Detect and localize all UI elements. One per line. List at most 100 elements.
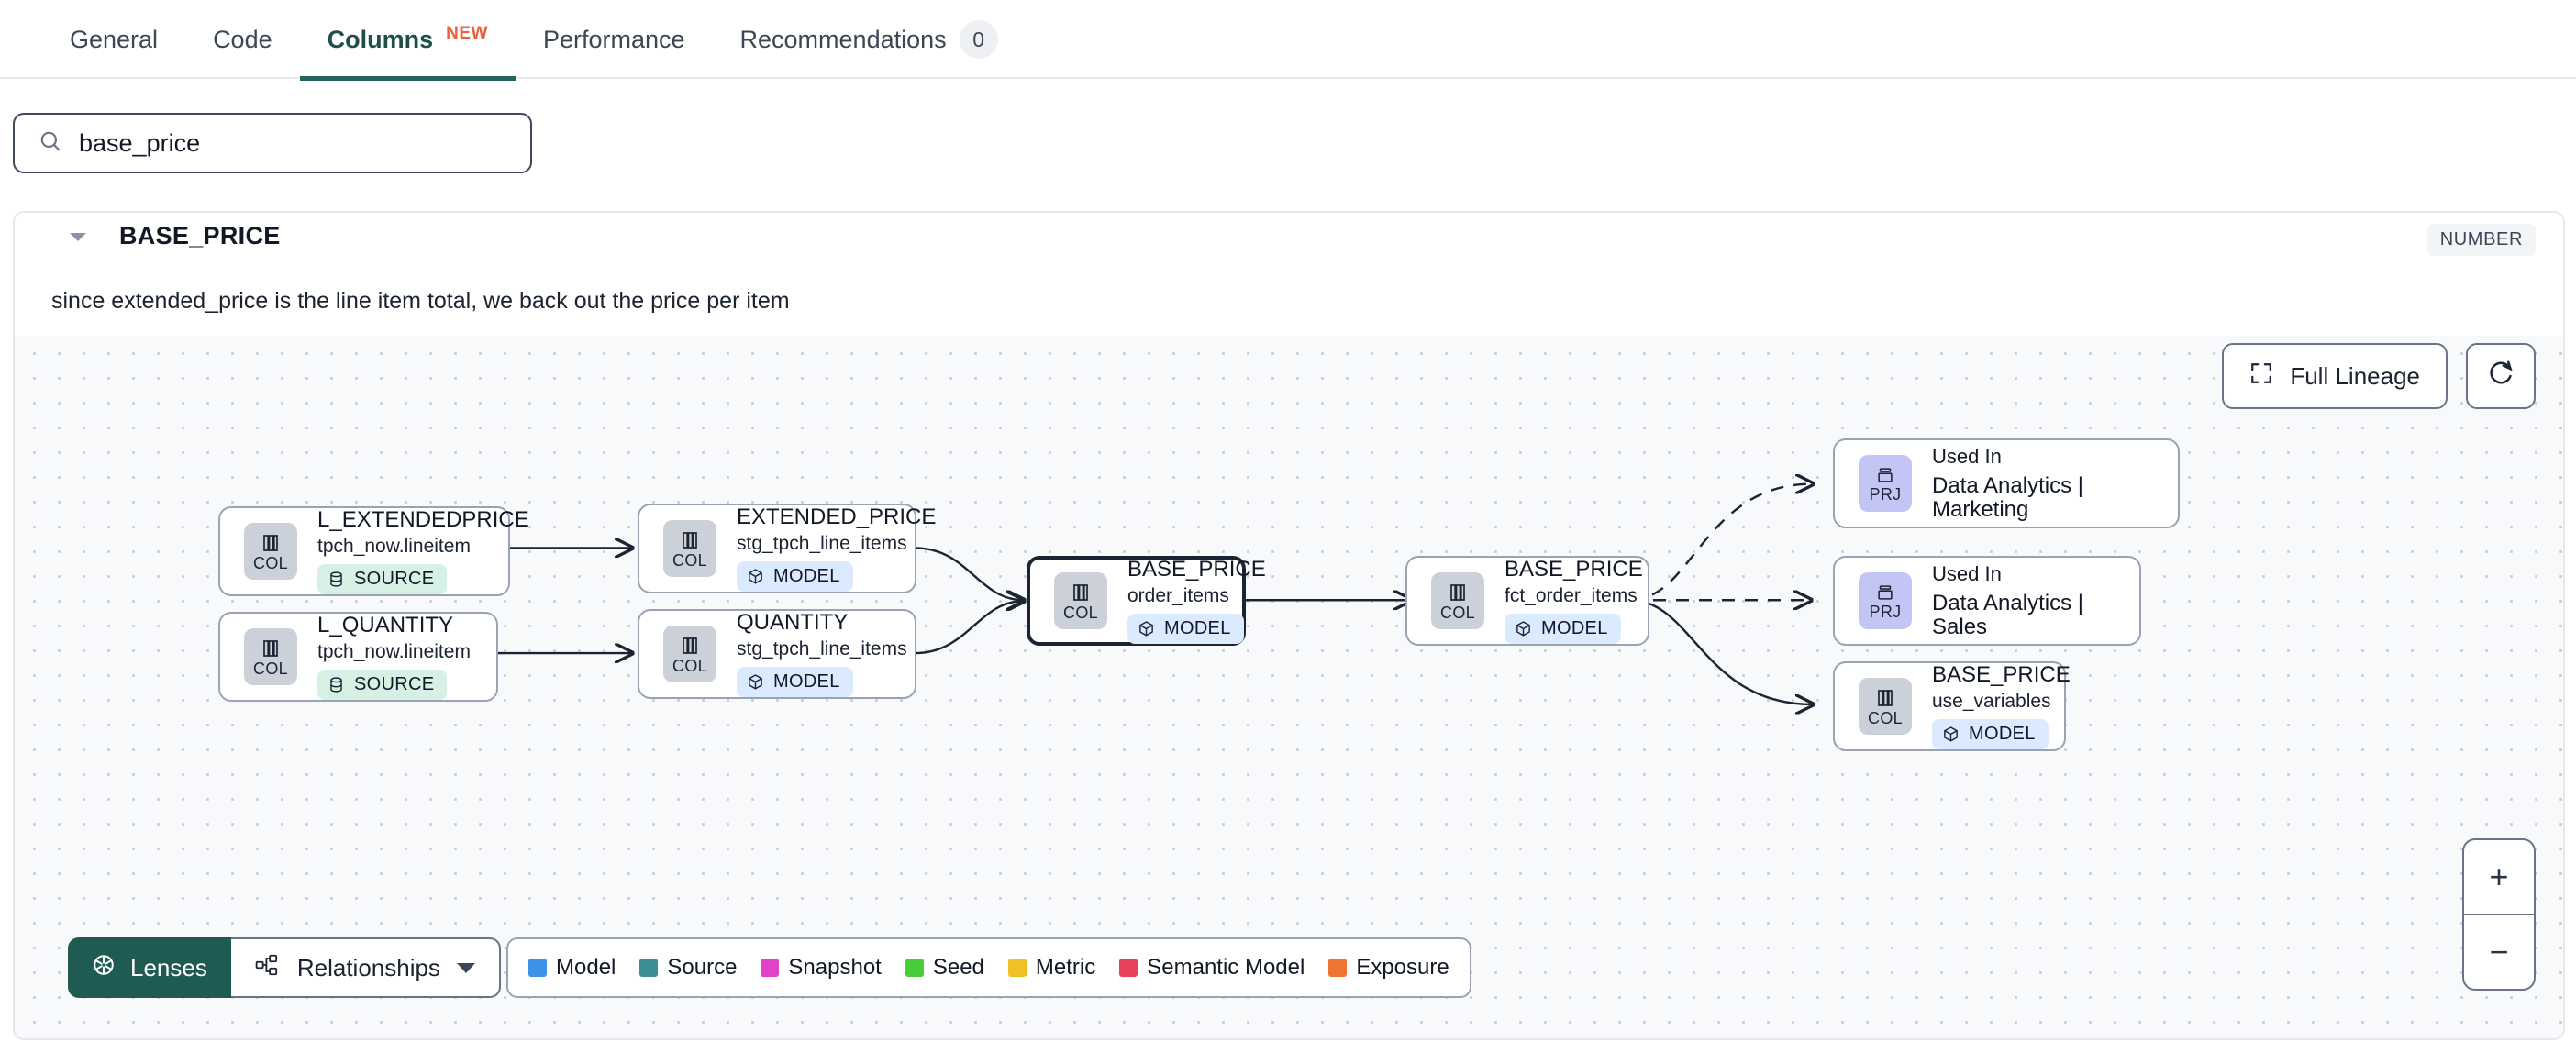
node-type-badge: MODEL	[1932, 719, 2049, 750]
zoom-out-button[interactable]: −	[2464, 914, 2534, 989]
column-icon: COL	[1859, 678, 1912, 735]
node-type-badge: SOURCE	[317, 670, 448, 701]
node-kind: Used In	[1932, 562, 2002, 586]
node-title: Data Analytics | Marketing	[1932, 473, 2083, 522]
node-title: EXTENDED_PRICE	[737, 504, 937, 529]
cube-icon	[1139, 621, 1153, 637]
tab-recommendations[interactable]: Recommendations 0	[713, 0, 1026, 79]
page-title: BASE_PRICE	[119, 222, 281, 249]
node-subtitle: tpch_now.lineitem	[317, 536, 471, 558]
refresh-button[interactable]	[2466, 343, 2536, 409]
tab-performance[interactable]: Performance	[516, 0, 713, 79]
legend-item: Metric	[1007, 955, 1095, 981]
lineage-node-base-price-order-items[interactable]: COL BASE_PRICE order_items MODEL	[1027, 556, 1266, 646]
tab-columns[interactable]: Columns NEW	[299, 0, 516, 81]
legend-swatch-seed	[905, 959, 924, 977]
full-lineage-button[interactable]: Full Lineage	[2222, 343, 2448, 409]
node-subtitle: fct_order_items	[1505, 585, 1638, 607]
recommendations-count-badge: 0	[959, 20, 998, 59]
column-icon: COL	[663, 626, 716, 682]
lineage-node-base-price-use-variables[interactable]: COL BASE_PRICE use_variables MODEL	[1833, 661, 2071, 751]
legend-item: Source	[639, 955, 737, 981]
node-badge-label: MODEL	[1969, 724, 2036, 745]
lineage-legend: Model Source Snapshot Seed Metric Semant…	[506, 937, 1471, 998]
project-icon: PRJ	[1859, 455, 1912, 512]
node-type-badge: MODEL	[1127, 614, 1244, 645]
tab-label: Recommendations	[739, 25, 947, 53]
node-title: BASE_PRICE	[1932, 661, 2071, 687]
node-title: QUANTITY	[737, 609, 849, 635]
lineage-node-quantity[interactable]: COL QUANTITY stg_tpch_line_items MODEL	[638, 609, 916, 699]
column-icon: COL	[244, 523, 297, 580]
legend-item: Snapshot	[761, 955, 882, 981]
cube-icon	[749, 569, 762, 584]
search-icon	[39, 129, 62, 158]
search-input[interactable]	[79, 128, 506, 158]
column-icon-label: COL	[1868, 708, 1903, 727]
legend-label: Seed	[932, 955, 984, 980]
lineage-node-extended-price[interactable]: COL EXTENDED_PRICE stg_tpch_line_items M…	[638, 504, 936, 593]
legend-item: Model	[528, 955, 616, 981]
legend-item: Exposure	[1328, 955, 1449, 981]
node-badge-label: MODEL	[1541, 618, 1608, 639]
chevron-down-icon[interactable]	[70, 233, 86, 241]
tab-code[interactable]: Code	[185, 0, 300, 79]
legend-swatch-semantic-model	[1119, 959, 1138, 977]
lenses-group: Lenses Relationships	[68, 937, 501, 998]
zoom-controls: + −	[2462, 838, 2536, 991]
node-title: BASE_PRICE	[1505, 556, 1643, 582]
column-description: since extended_price is the line item to…	[51, 288, 790, 314]
chevron-down-icon	[456, 962, 475, 973]
relationships-label: Relationships	[296, 953, 440, 981]
tab-bar: General Code Columns NEW Performance Rec…	[0, 0, 2576, 81]
node-subtitle: stg_tpch_line_items	[737, 533, 907, 555]
node-type-badge: MODEL	[1505, 614, 1621, 645]
legend-swatch-model	[528, 959, 547, 977]
node-kind: Used In	[1932, 445, 2002, 469]
node-badge-label: MODEL	[1164, 618, 1231, 639]
column-icon-label: COL	[672, 550, 707, 570]
lineage-node-used-in-sales[interactable]: PRJ Used In Data Analytics | Sales	[1833, 556, 2141, 646]
lineage-node-base-price-fct-order-items[interactable]: COL BASE_PRICE fct_order_items MODEL	[1405, 556, 1649, 646]
tab-label: Columns	[327, 25, 434, 53]
search-box[interactable]	[13, 113, 532, 173]
full-lineage-label: Full Lineage	[2290, 361, 2420, 390]
node-type-badge: MODEL	[737, 561, 853, 593]
tab-label: General	[70, 25, 159, 53]
node-badge-label: MODEL	[773, 566, 840, 587]
project-icon-label: PRJ	[1869, 484, 1902, 504]
column-type-badge: NUMBER	[2426, 224, 2536, 256]
node-subtitle: tpch_now.lineitem	[317, 641, 471, 663]
column-header: BASE_PRICE NUMBER	[15, 213, 2563, 272]
tab-new-badge: NEW	[446, 24, 488, 43]
lineage-node-used-in-marketing[interactable]: PRJ Used In Data Analytics | Marketing	[1833, 438, 2180, 528]
database-icon	[330, 677, 342, 693]
lineage-node-l-quantity[interactable]: COL L_QUANTITY tpch_now.lineitem SOURCE	[218, 612, 498, 702]
database-icon	[330, 571, 342, 587]
tab-label: Performance	[542, 25, 685, 53]
legend-item: Seed	[905, 955, 984, 981]
node-type-badge: SOURCE	[317, 564, 448, 595]
lenses-button[interactable]: Lenses	[68, 937, 231, 998]
expand-icon	[2249, 361, 2273, 392]
cube-icon	[1516, 621, 1530, 637]
node-subtitle: stg_tpch_line_items	[737, 638, 907, 660]
legend-label: Model	[556, 955, 616, 980]
tab-general[interactable]: General	[42, 0, 185, 79]
zoom-in-button[interactable]: +	[2489, 858, 2509, 895]
node-badge-label: SOURCE	[354, 674, 435, 695]
node-type-badge: MODEL	[737, 667, 853, 698]
legend-label: Snapshot	[788, 955, 882, 980]
column-icon-label: COL	[1440, 603, 1475, 622]
lineage-node-l-extendedprice[interactable]: COL L_EXTENDEDPRICE tpch_now.lineitem SO…	[218, 506, 529, 596]
legend-label: Exposure	[1356, 955, 1449, 980]
cube-icon	[1944, 726, 1958, 742]
relationships-button[interactable]: Relationships	[230, 937, 501, 998]
lenses-label: Lenses	[130, 953, 207, 981]
column-detail-panel: BASE_PRICE NUMBER since extended_price i…	[13, 211, 2565, 1040]
column-icon-label: COL	[672, 656, 707, 675]
legend-swatch-metric	[1007, 959, 1027, 977]
lineage-canvas[interactable]: COL L_EXTENDEDPRICE tpch_now.lineitem SO…	[15, 336, 2563, 1038]
legend-label: Source	[667, 955, 738, 980]
relationships-icon	[255, 953, 281, 983]
